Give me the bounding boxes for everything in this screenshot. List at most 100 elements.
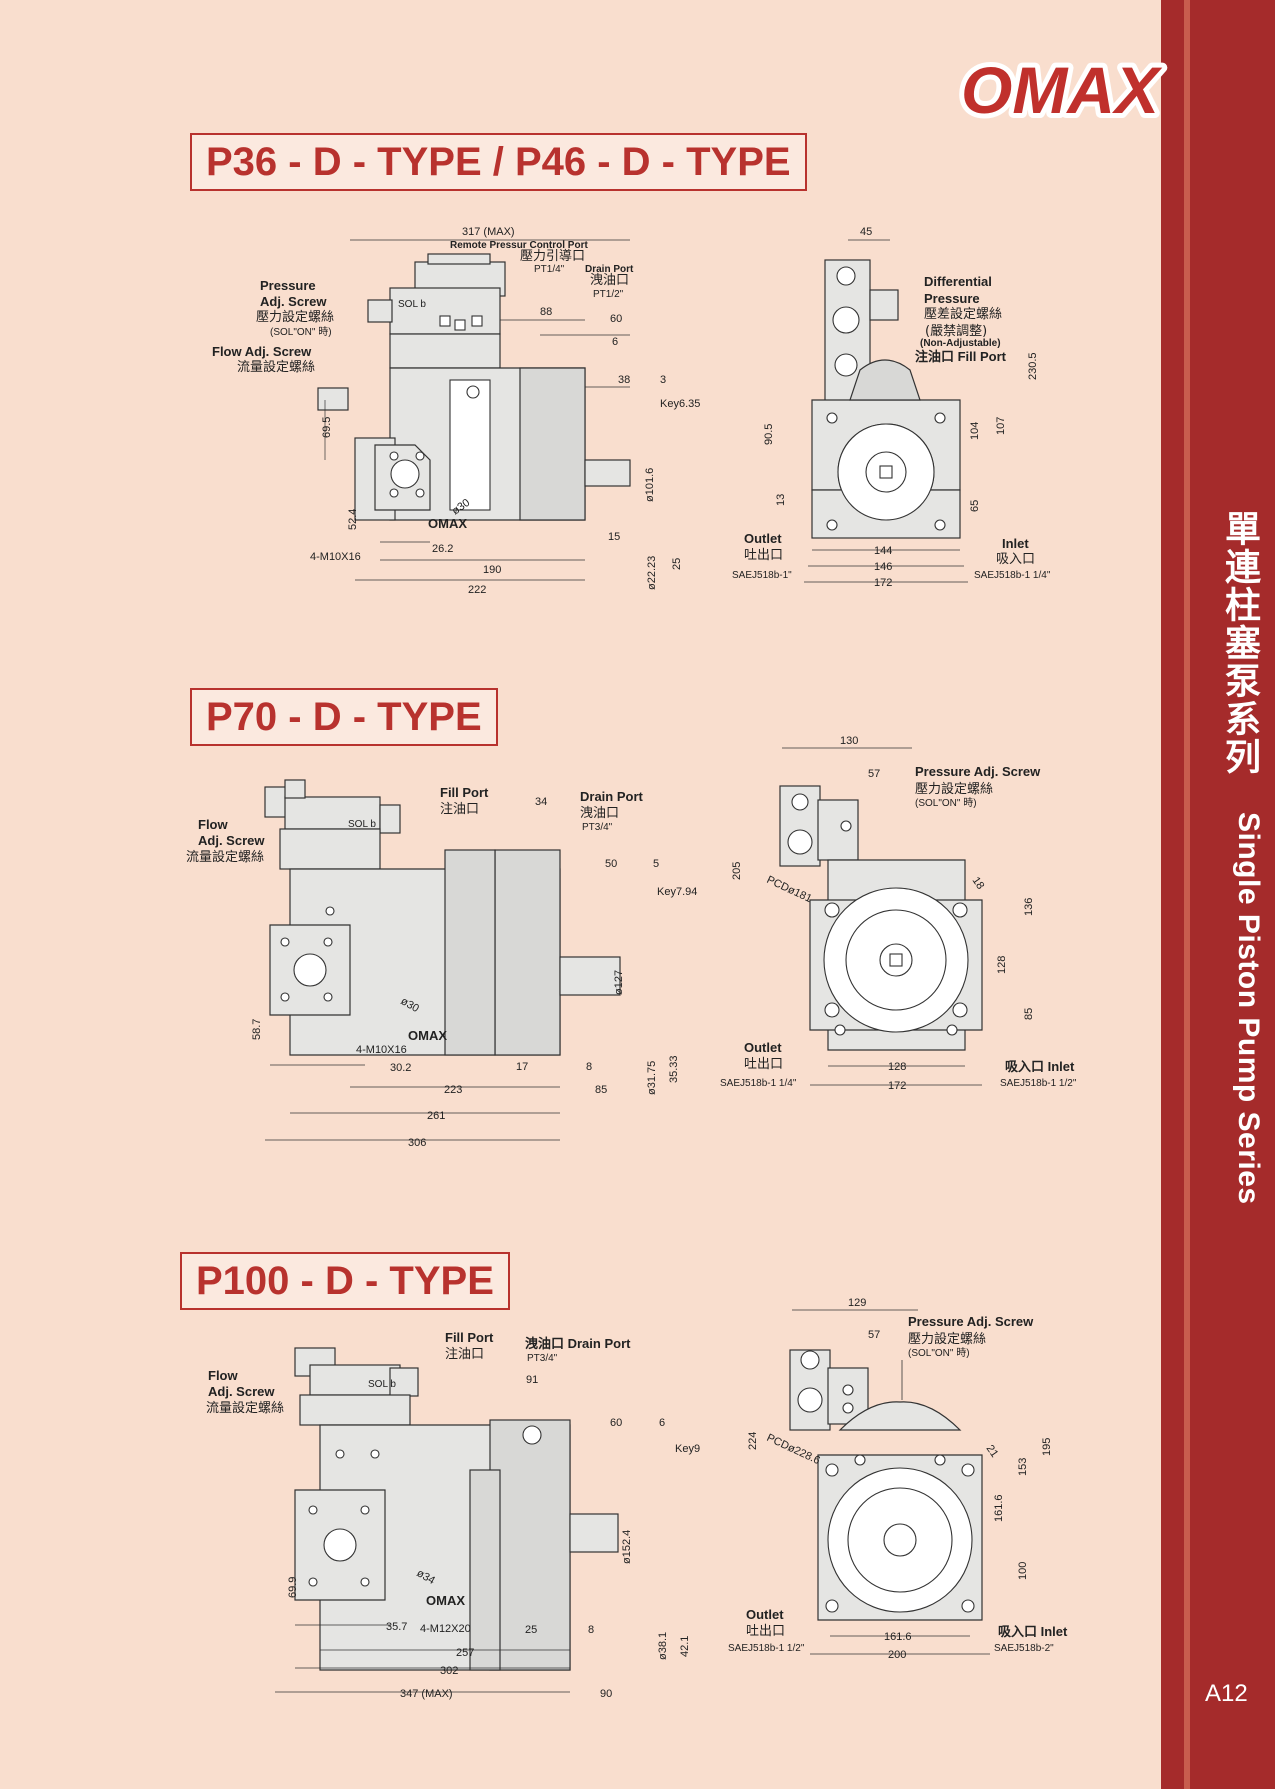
svg-text:21: 21 xyxy=(984,1443,1001,1460)
svg-text:Outlet: Outlet xyxy=(744,531,782,546)
svg-text:壓力引導口: 壓力引導口 xyxy=(520,249,585,264)
svg-text:SAEJ518b-1 1/2": SAEJ518b-1 1/2" xyxy=(1000,1078,1077,1089)
svg-text:Pressure: Pressure xyxy=(260,278,316,293)
svg-text:230.5: 230.5 xyxy=(1027,352,1039,380)
svg-text:15: 15 xyxy=(608,531,620,543)
svg-text:Flow: Flow xyxy=(198,817,228,832)
svg-text:吸入口 Inlet: 吸入口 Inlet xyxy=(998,1624,1068,1639)
svg-text:SAEJ518b-1 1/4": SAEJ518b-1 1/4" xyxy=(974,570,1051,581)
svg-text:161.6: 161.6 xyxy=(884,1631,912,1643)
svg-text:Key6.35: Key6.35 xyxy=(660,398,700,410)
svg-text:153: 153 xyxy=(1017,1458,1029,1476)
svg-text:60: 60 xyxy=(610,1417,622,1429)
section-title: P36 - D - TYPE / P46 - D - TYPE xyxy=(190,133,807,191)
svg-text:257: 257 xyxy=(456,1647,474,1659)
svg-text:Key7.94: Key7.94 xyxy=(657,886,697,898)
svg-text:Drain Port: Drain Port xyxy=(585,264,634,275)
page-number: A12 xyxy=(1205,1680,1248,1707)
svg-text:SOL b: SOL b xyxy=(348,819,376,830)
svg-text:PT1/2": PT1/2" xyxy=(593,289,624,300)
svg-text:34: 34 xyxy=(535,796,547,808)
svg-text:8: 8 xyxy=(586,1061,592,1073)
svg-text:42.1: 42.1 xyxy=(679,1636,691,1657)
omax-logo: OMAX OMAX xyxy=(956,55,1168,125)
svg-text:Pressure Adj. Screw: Pressure Adj. Screw xyxy=(915,764,1041,779)
p70-front-view: 130 57 205 18 136 128 85 128 172 Pressur… xyxy=(720,735,1077,1092)
svg-text:Drain Port: Drain Port xyxy=(580,789,644,804)
svg-text:PCDø181: PCDø181 xyxy=(765,874,814,905)
svg-text:18: 18 xyxy=(970,875,987,892)
svg-text:OMAX: OMAX xyxy=(428,516,467,531)
svg-text:200: 200 xyxy=(888,1649,906,1661)
svg-text:PT1/4": PT1/4" xyxy=(534,264,565,275)
svg-text:(SOL"ON" 時): (SOL"ON" 時) xyxy=(908,1347,970,1359)
series-title-cn: 單連柱塞泵系列 xyxy=(1219,510,1260,776)
svg-text:吐出口: 吐出口 xyxy=(744,548,783,563)
svg-text:302: 302 xyxy=(440,1665,458,1677)
svg-text:261: 261 xyxy=(427,1110,445,1122)
svg-text:Adj. Screw: Adj. Screw xyxy=(208,1384,275,1399)
svg-text:洩油口: 洩油口 xyxy=(590,273,629,288)
svg-text:洩油口: 洩油口 xyxy=(580,806,619,821)
svg-text:PT3/4": PT3/4" xyxy=(527,1353,558,1364)
svg-text:吐出口: 吐出口 xyxy=(744,1057,783,1072)
svg-text:4-M10X16: 4-M10X16 xyxy=(310,551,361,563)
svg-text:Inlet: Inlet xyxy=(1002,536,1029,551)
svg-text:ø152.4: ø152.4 xyxy=(621,1530,633,1564)
svg-text:ø22.23: ø22.23 xyxy=(646,556,658,590)
svg-text:25: 25 xyxy=(671,558,683,570)
svg-text:Pressure Adj. Screw: Pressure Adj. Screw xyxy=(908,1314,1034,1329)
svg-text:洩油口 Drain Port: 洩油口 Drain Port xyxy=(525,1336,631,1351)
svg-text:ø101.6: ø101.6 xyxy=(644,468,656,502)
p36-front-view: 57 45 230.5 90.5 104 107 13 65 144 146 1… xyxy=(732,226,1051,589)
svg-text:85: 85 xyxy=(595,1084,607,1096)
svg-text:Flow: Flow xyxy=(208,1368,238,1383)
svg-text:SAEJ518b-1 1/2": SAEJ518b-1 1/2" xyxy=(728,1643,805,1654)
svg-text:PT3/4": PT3/4" xyxy=(582,822,613,833)
svg-text:17: 17 xyxy=(516,1061,528,1073)
svg-text:130: 130 xyxy=(840,735,858,747)
p100-side-view: SOL b OMAX Fill Port 注油口 洩油口 Drain Port … xyxy=(206,1330,700,1700)
svg-text:6: 6 xyxy=(659,1417,665,1429)
svg-text:85: 85 xyxy=(1023,1008,1035,1020)
svg-text:4-M12X20: 4-M12X20 xyxy=(420,1623,471,1635)
svg-text:SAEJ518b-1 1/4": SAEJ518b-1 1/4" xyxy=(720,1078,797,1089)
svg-text:吸入口: 吸入口 xyxy=(996,552,1035,567)
svg-text:222: 222 xyxy=(468,584,486,596)
series-title-en: Single Piston Pump Series xyxy=(1232,812,1265,1205)
svg-text:128: 128 xyxy=(888,1061,906,1073)
svg-text:8: 8 xyxy=(588,1624,594,1636)
svg-text:50: 50 xyxy=(605,858,617,870)
svg-text:107: 107 xyxy=(995,417,1007,435)
svg-text:(嚴禁調整): (嚴禁調整) xyxy=(925,324,987,339)
svg-text:SOL b: SOL b xyxy=(398,299,426,310)
svg-text:161.6: 161.6 xyxy=(993,1494,1005,1522)
svg-text:SOL b: SOL b xyxy=(368,1379,396,1390)
svg-text:3: 3 xyxy=(660,374,666,386)
svg-text:128: 128 xyxy=(996,956,1008,974)
svg-text:90: 90 xyxy=(600,1688,612,1700)
svg-text:Differential: Differential xyxy=(924,274,992,289)
svg-text:25: 25 xyxy=(525,1624,537,1636)
svg-text:(SOL"ON" 時): (SOL"ON" 時) xyxy=(270,326,332,338)
svg-text:(SOL"ON" 時): (SOL"ON" 時) xyxy=(915,797,977,809)
svg-text:吐出口: 吐出口 xyxy=(746,1624,785,1639)
svg-text:ø38.1: ø38.1 xyxy=(657,1632,669,1660)
svg-text:52.4: 52.4 xyxy=(347,509,359,530)
svg-text:136: 136 xyxy=(1023,898,1035,916)
svg-text:35.33: 35.33 xyxy=(668,1055,680,1083)
svg-text:Remote Pressur Control Port: Remote Pressur Control Port xyxy=(450,240,588,251)
svg-text:6: 6 xyxy=(612,336,618,348)
svg-text:PCDø228.6: PCDø228.6 xyxy=(765,1432,822,1467)
svg-text:347 (MAX): 347 (MAX) xyxy=(400,1688,453,1700)
svg-text:4-M10X16: 4-M10X16 xyxy=(356,1044,407,1056)
svg-text:Adj. Screw: Adj. Screw xyxy=(198,833,265,848)
svg-text:100: 100 xyxy=(1017,1562,1029,1580)
svg-text:13: 13 xyxy=(775,494,787,506)
svg-text:91: 91 xyxy=(526,1374,538,1386)
p100-front-view: 129 57 224 21 195 153 161.6 100 161.6 20… xyxy=(728,1297,1068,1661)
svg-text:317 (MAX): 317 (MAX) xyxy=(462,226,515,238)
svg-text:30.2: 30.2 xyxy=(390,1062,411,1074)
svg-text:172: 172 xyxy=(888,1080,906,1092)
section-title: P100 - D - TYPE xyxy=(180,1252,510,1310)
